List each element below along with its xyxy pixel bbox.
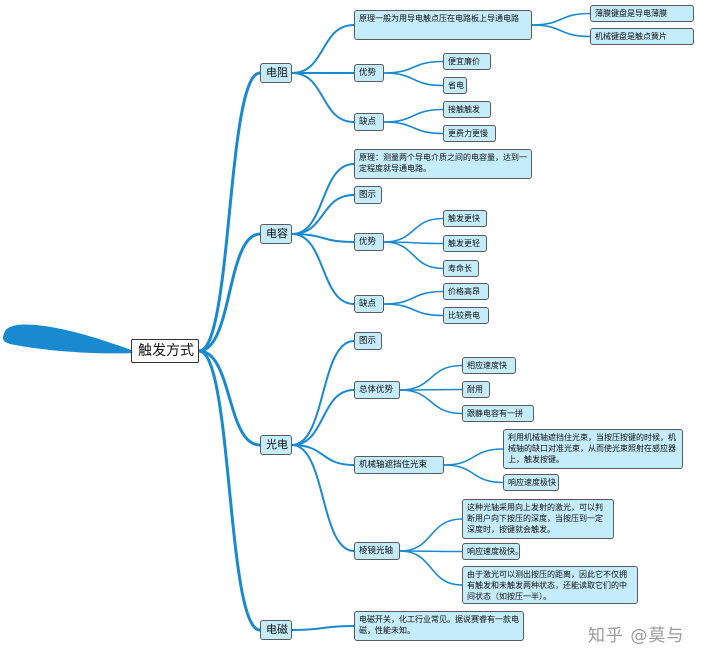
resistance-effort[interactable]: 更费力更慢 [443, 125, 496, 142]
connector-branch-optical-to-optical-prism [291, 444, 355, 552]
capacitive-cons[interactable]: 缺点 [354, 295, 384, 313]
connector-optical-overall-to-optical-quiet [399, 389, 463, 415]
connector-branch-optical-to-optical-figure [291, 340, 355, 446]
connector-resistance-principle-to-resistance-mechanical [531, 24, 591, 38]
connector-root-topic-to-branch-magnetic [197, 349, 262, 632]
optical-quiet[interactable]: 跟静电容有一拼 [462, 405, 534, 422]
connector-capacitive-pros-to-capacitive-faster [383, 217, 444, 243]
capacitive-faster[interactable]: 触发更快 [443, 210, 487, 227]
optical-prism-desc[interactable]: 这种光轴采用向上发射的激光，可以判断用户向下按压的深度，当按压到一定深度时，按键… [462, 499, 614, 539]
resistance-mechanical[interactable]: 机械键盘是触点簧片 [590, 28, 694, 45]
optical-response[interactable]: 相应速度快 [462, 357, 516, 374]
watermark-text: 知乎 @莫与 [588, 626, 685, 646]
connector-branch-resistance-to-resistance-cons [291, 72, 355, 123]
connector-optical-shaft-block-to-optical-shaft-desc [443, 448, 504, 466]
connector-root-topic-to-branch-resistance [197, 71, 262, 353]
connector-branch-capacitive-to-capacitive-pros [291, 233, 355, 243]
connector-branch-optical-to-optical-overall [291, 389, 355, 446]
resistance-membrane[interactable]: 薄膜键盘是导电薄膜 [590, 5, 694, 22]
connector-branch-magnetic-to-magnetic-desc [291, 625, 355, 631]
optical-durable[interactable]: 耐用 [462, 381, 490, 398]
connector-root-topic-to-branch-optical [197, 349, 262, 447]
resistance-pros[interactable]: 优势 [354, 64, 384, 82]
connector-capacitive-cons-to-capacitive-price [383, 290, 444, 305]
optical-shaft-desc[interactable]: 利用机械轴遮挡住光束，当按压按键的时候，机械轴的缺口对准光束，从而使光束照射在感… [503, 429, 683, 469]
optical-figure[interactable]: 图示 [354, 332, 382, 350]
optical-shaft-block[interactable]: 机械轴遮挡住光束 [354, 456, 444, 474]
capacitive-power[interactable]: 比较费电 [443, 307, 489, 324]
connector-root-topic-to-branch-capacitive [197, 232, 262, 353]
capacitive-principle[interactable]: 原理：测量两个导电介质之间的电容量，达到一定程度就导通电路。 [354, 149, 532, 179]
branch-optical[interactable]: 光电 [260, 435, 292, 455]
connector-resistance-pros-to-resistance-power [383, 72, 444, 87]
branch-capacitive[interactable]: 电容 [260, 224, 292, 244]
root-tail [2, 324, 135, 354]
connector-resistance-cons-to-resistance-contact [383, 108, 444, 123]
optical-shaft-fast[interactable]: 响应速度极快 [503, 474, 559, 491]
resistance-principle[interactable]: 原理一般为用导电触点压在电路板上导通电路 [354, 10, 532, 40]
connector-optical-shaft-block-to-optical-shaft-fast [443, 464, 504, 484]
capacitive-price[interactable]: 价格高昂 [443, 283, 489, 300]
connector-branch-capacitive-to-capacitive-figure [291, 194, 355, 235]
resistance-power[interactable]: 省电 [443, 77, 467, 94]
connector-optical-prism-to-optical-prism-state [399, 550, 463, 586]
optical-prism[interactable]: 棱镜光轴 [354, 542, 400, 560]
connector-capacitive-pros-to-capacitive-life [383, 241, 444, 270]
connector-optical-prism-to-optical-prism-desc [399, 518, 463, 552]
magnetic-desc[interactable]: 电磁开关，化工行业常见。据说赛睿有一款电磁，性能未知。 [354, 611, 524, 641]
optical-overall[interactable]: 总体优势 [354, 381, 400, 399]
resistance-cheap[interactable]: 便宜廉价 [443, 53, 491, 70]
connector-resistance-principle-to-resistance-membrane [531, 12, 591, 26]
connector-resistance-pros-to-resistance-cheap [383, 60, 444, 74]
optical-prism-state[interactable]: 由于激光可以测出按压的距离，因此它不仅拥有触发和未触发两种状态，还能读取它们的中… [462, 566, 638, 604]
resistance-cons[interactable]: 缺点 [354, 113, 384, 131]
connector-branch-capacitive-to-capacitive-principle [291, 163, 355, 235]
capacitive-pros[interactable]: 优势 [354, 233, 384, 251]
resistance-contact[interactable]: 接触触发 [443, 101, 491, 118]
capacitive-lighter[interactable]: 触发更轻 [443, 235, 487, 252]
connector-capacitive-cons-to-capacitive-power [383, 303, 444, 317]
branch-resistance[interactable]: 电阻 [260, 63, 292, 83]
connector-resistance-cons-to-resistance-effort [383, 121, 444, 135]
optical-prism-fast[interactable]: 响应速度极快。 [462, 543, 520, 560]
connector-optical-overall-to-optical-response [399, 364, 463, 391]
root-topic[interactable]: 触发方式 [131, 339, 199, 363]
capacitive-figure[interactable]: 图示 [354, 186, 382, 204]
connector-branch-resistance-to-resistance-principle [291, 24, 355, 74]
connector-branch-capacitive-to-capacitive-cons [291, 233, 355, 305]
connector-branch-optical-to-optical-shaft-block [291, 444, 355, 466]
capacitive-life[interactable]: 寿命长 [443, 260, 479, 277]
branch-magnetic[interactable]: 电磁 [260, 620, 292, 640]
